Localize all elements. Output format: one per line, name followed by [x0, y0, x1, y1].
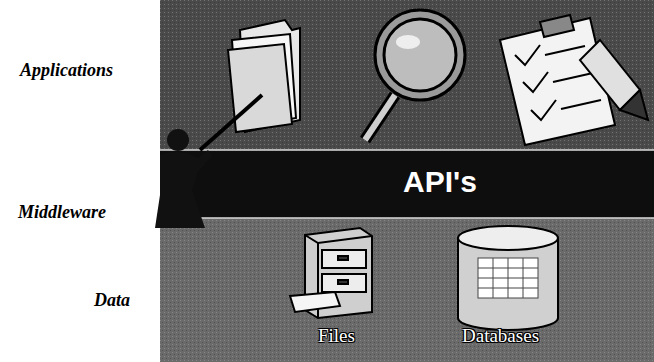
data-band: DataFilesDatabases: [160, 218, 654, 362]
middleware-band: MiddlewareAPI's: [160, 150, 654, 218]
icon-label: Databases: [462, 325, 539, 347]
api-label: API's: [403, 165, 477, 199]
icon-label: Files: [318, 325, 355, 347]
application-band: Applications: [160, 0, 654, 150]
files-icon-box: Files: [290, 223, 390, 353]
databases-icon-box: Databases: [450, 223, 570, 353]
layer-label: Data: [94, 290, 130, 311]
layer-label: Applications: [20, 60, 113, 81]
band-texture: [160, 0, 654, 150]
band-texture: [160, 218, 654, 362]
layer-label: Middleware: [18, 202, 106, 223]
